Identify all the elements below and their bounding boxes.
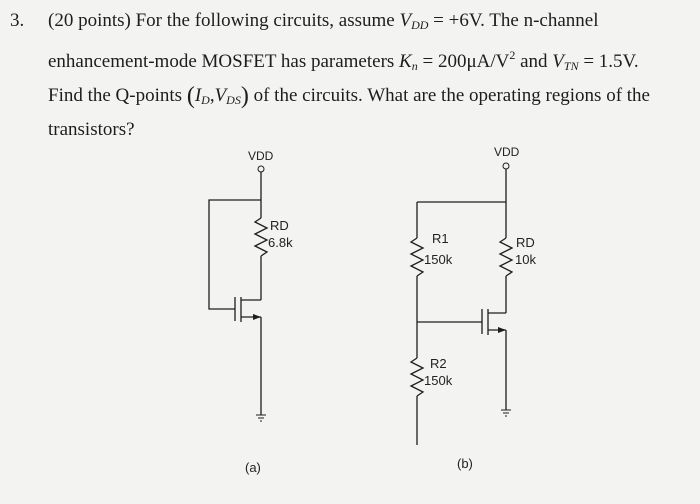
problem-statement: 3. (20 points) For the following circuits… — [10, 6, 695, 145]
vtn-value: = 1.5V — [578, 51, 634, 72]
id-subscript: D — [201, 93, 210, 107]
vds-subscript: DS — [226, 93, 241, 107]
vdd-subscript: DD — [411, 18, 429, 32]
circuit-b-rd-resistor — [498, 237, 514, 277]
problem-line-2: enhancement-mode MOSFET has parameters K… — [10, 40, 695, 81]
circuit-a-mosfet — [234, 297, 262, 322]
problem-line-3: Find the Q-points (ID,VDS) of the circui… — [10, 81, 695, 115]
close-paren: ) — [240, 83, 249, 109]
problem-number: 3. — [10, 10, 25, 31]
problem-line-2-end: . — [633, 51, 639, 72]
kn-exponent: 2 — [509, 48, 516, 62]
circuit-b-r1-resistor — [409, 237, 425, 277]
circuit-a-caption: (a) — [245, 460, 261, 475]
q-point-prompt: Find the Q-points — [48, 85, 187, 106]
circuit-a-rd-value: 6.8k — [268, 235, 293, 250]
circuit-a-rd-resistor — [253, 217, 269, 257]
comma: , — [209, 85, 215, 106]
circuit-a-vdd-terminal — [257, 165, 265, 173]
vdd-value: = +6V — [428, 10, 481, 31]
circuit-a-rd-label: RD — [270, 218, 289, 233]
problem-line-1-end: . The n-channel — [480, 10, 599, 31]
vtn-subscript: TN — [563, 59, 579, 73]
circuit-b-mosfet — [481, 309, 507, 335]
circuit-a: VDD RD 6.8k (a) — [208, 149, 293, 475]
circuit-b-r1-value: 150k — [424, 252, 453, 267]
circuit-b-rd-label: RD — [516, 235, 535, 250]
circuit-a-gate-wire — [208, 199, 261, 310]
circuit-a-vdd-label: VDD — [248, 149, 274, 163]
circuit-b-r2-label: R2 — [430, 356, 447, 371]
vds-symbol: V — [214, 85, 227, 106]
problem-points-text: (20 points) For the following circuits, … — [48, 10, 400, 31]
circuit-b-vdd-label: VDD — [494, 145, 520, 159]
circuit-b-r2-resistor — [409, 357, 425, 397]
problem-line-1: 3. (20 points) For the following circuits… — [10, 6, 695, 40]
kn-value: = 200μA/V — [417, 51, 510, 72]
problem-line-3-end: of the circuits. What are the operating … — [248, 85, 650, 106]
and-word: and — [515, 51, 553, 72]
problem-line-4: transistors? — [48, 119, 135, 140]
circuit-b-caption: (b) — [457, 456, 473, 471]
circuit-a-ground — [256, 414, 266, 422]
circuit-b: VDD R1 150k R2 150k RD 10k — [409, 145, 536, 471]
id-symbol: I — [194, 85, 202, 106]
circuit-b-ground — [501, 409, 511, 417]
circuit-b-r2-value: 150k — [424, 373, 453, 388]
vdd-symbol: V — [399, 10, 412, 31]
kn-subscript: n — [411, 59, 418, 73]
vtn-symbol: V — [552, 51, 564, 72]
mosfet-description: enhancement-mode MOSFET has parameters — [48, 51, 400, 72]
circuit-b-rd-value: 10k — [515, 252, 536, 267]
open-paren: ( — [186, 83, 195, 109]
circuit-b-vdd-terminal — [502, 162, 510, 170]
circuit-b-r1-label: R1 — [432, 231, 449, 246]
kn-symbol: K — [399, 51, 412, 72]
